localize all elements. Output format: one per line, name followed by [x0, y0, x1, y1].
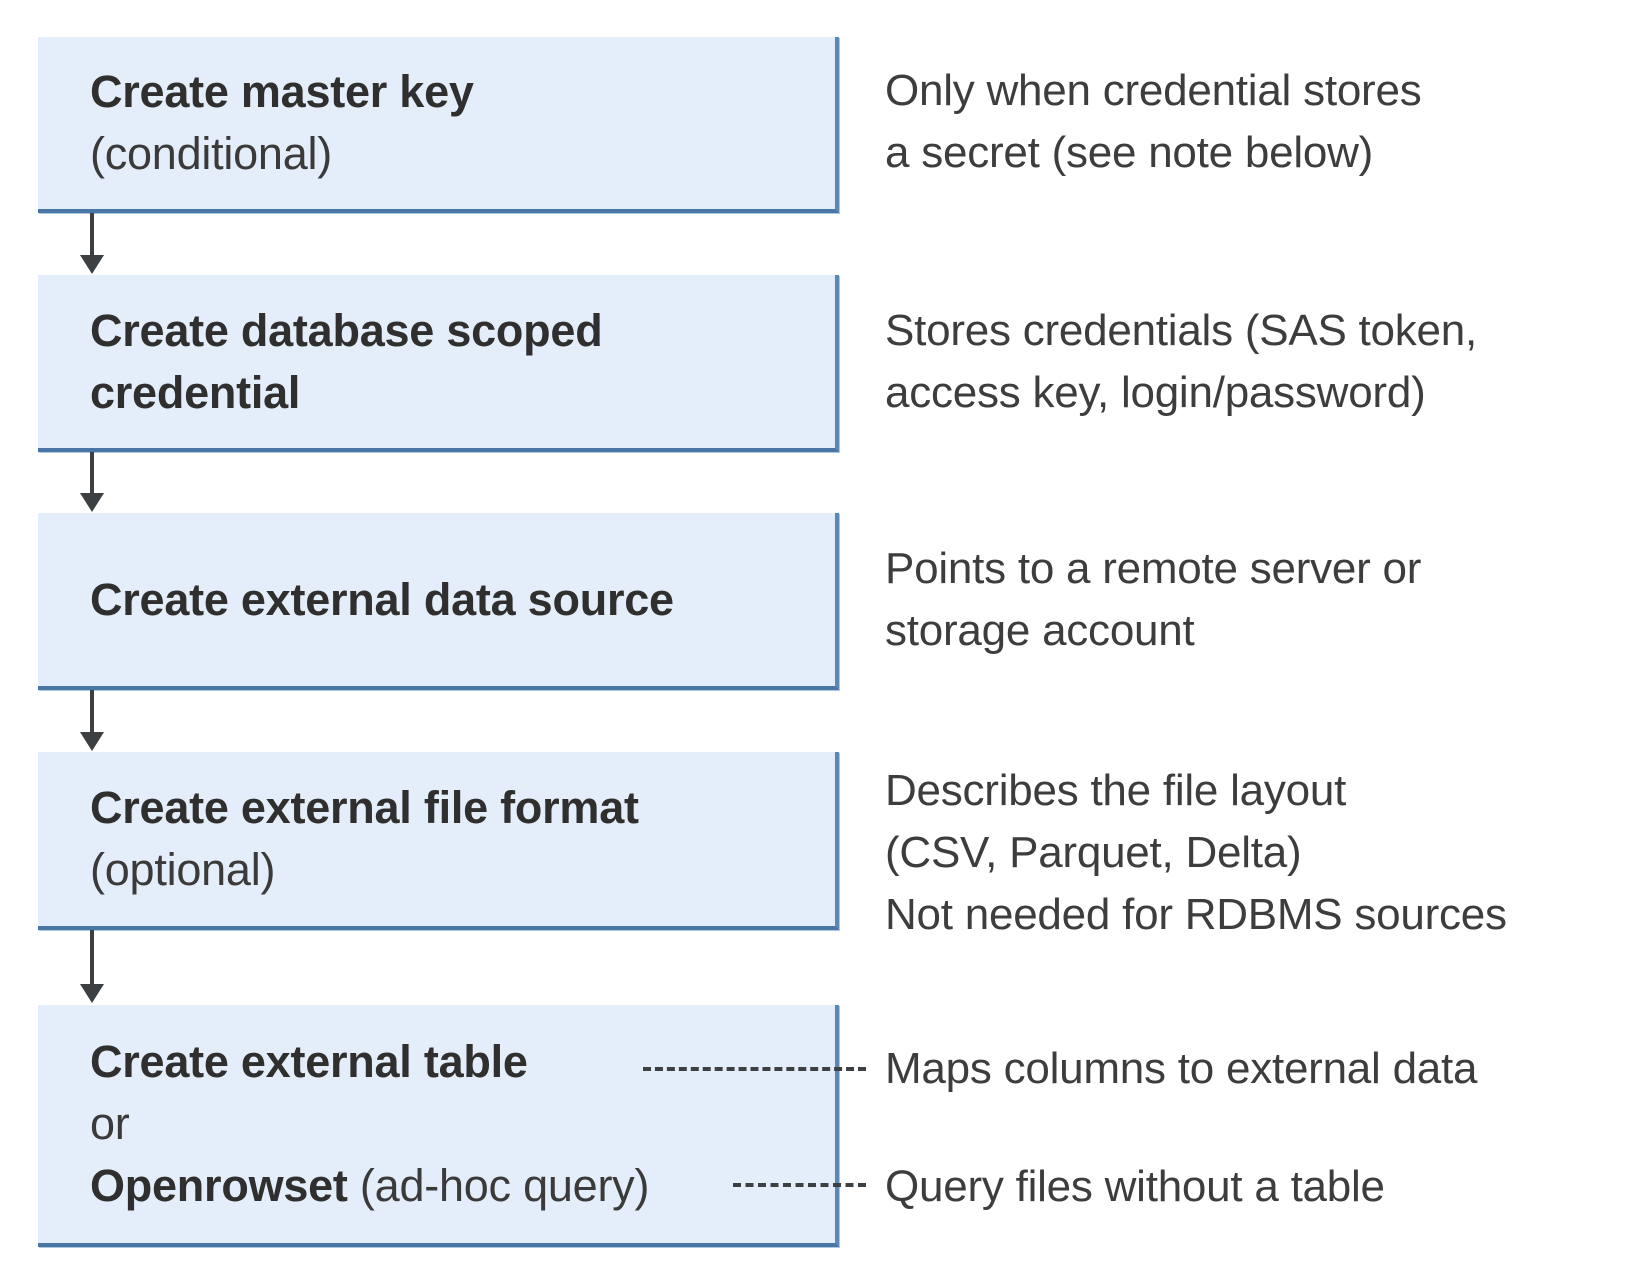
note-external-table: Maps columns to external data [885, 1044, 1478, 1093]
option-openrowset-line: Openrowset (ad-hoc query) [90, 1155, 649, 1217]
arrow-shaft [90, 690, 94, 732]
step-box-create-database-scoped-credential: Create database scoped credential [38, 275, 839, 452]
step-title: Create master key [90, 66, 474, 117]
arrow-head [80, 255, 104, 274]
note-external-data-source: Points to a remote server or storage acc… [885, 544, 1422, 655]
arrow-shaft [90, 213, 94, 255]
step-box-create-external-table-or-openrowset: Create external table or Openrowset (ad-… [38, 1005, 839, 1247]
step-box-text: Create master key (conditional) [38, 61, 474, 185]
arrow-shaft [90, 930, 94, 984]
option-conjunction: or [90, 1098, 130, 1149]
step-box-create-external-data-source: Create external data source [38, 513, 839, 690]
down-arrow-icon [80, 213, 104, 274]
step-title: Create external file format [90, 782, 639, 833]
arrow-head [80, 493, 104, 512]
arrow-shaft [90, 452, 94, 493]
down-arrow-icon [80, 452, 104, 512]
option-openrowset-qualifier: (ad-hoc query) [347, 1160, 650, 1211]
option-openrowset: Openrowset [90, 1160, 348, 1211]
step-box-text: Create database scoped credential [38, 300, 603, 424]
step-box-text: Create external data source [38, 569, 674, 631]
note-external-file-format: Describes the file layout (CSV, Parquet,… [885, 766, 1507, 939]
step-subtitle: (optional) [90, 844, 276, 895]
dashed-connector-external-table [643, 1067, 866, 1071]
note-scoped-credential: Stores credentials (SAS token, access ke… [885, 306, 1477, 417]
step-subtitle: (conditional) [90, 128, 333, 179]
note-openrowset: Query files without a table [885, 1162, 1385, 1211]
step-box-create-external-file-format: Create external file format (optional) [38, 752, 839, 930]
step-box-text: Create external table or Openrowset (ad-… [38, 1031, 649, 1217]
down-arrow-icon [80, 690, 104, 751]
down-arrow-icon [80, 930, 104, 1003]
arrow-head [80, 984, 104, 1003]
note-master-key: Only when credential stores a secret (se… [885, 66, 1422, 177]
dashed-connector-openrowset [733, 1183, 866, 1187]
step-box-text: Create external file format (optional) [38, 777, 639, 901]
step-title: Create database scoped credential [90, 304, 603, 418]
step-box-create-master-key: Create master key (conditional) [38, 37, 839, 213]
option-create-external-table: Create external table [90, 1036, 528, 1087]
arrow-head [80, 732, 104, 751]
step-title: Create external data source [90, 573, 674, 625]
